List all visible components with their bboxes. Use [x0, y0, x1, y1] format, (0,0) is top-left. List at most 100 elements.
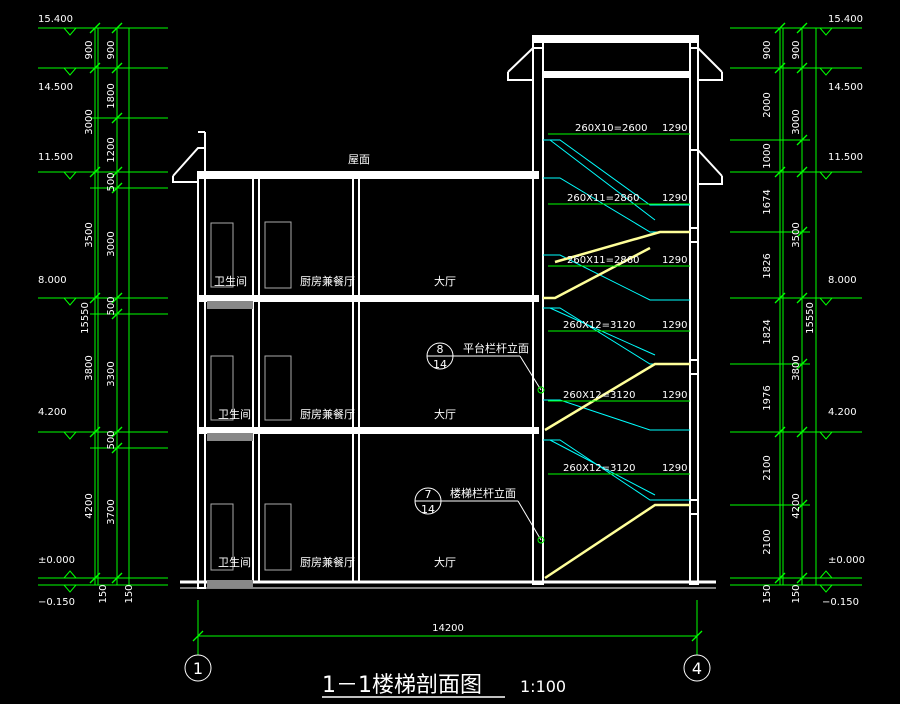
right-mid-dim-3: 3800: [791, 355, 802, 380]
stair-label-4: 260X12=3120: [563, 390, 636, 401]
right-in-dim-7: 2100: [762, 455, 773, 480]
right-elevation-labels: 15.400 14.500 11.500 8.000 4.200 ±0.000 …: [822, 14, 865, 608]
dimension-lines: [38, 27, 862, 655]
left-in-dim-7: 500: [106, 430, 117, 449]
left-in-dim-3: 500: [106, 172, 117, 191]
stair-label-1: 260X11=2860: [567, 193, 640, 204]
right-in-dim-6: 1976: [762, 385, 773, 410]
left-mid-dim-0: 900: [84, 40, 95, 59]
level-right-0: 15.400: [828, 14, 863, 25]
stair-label-2: 260X11=2860: [567, 255, 640, 266]
left-in-dim-9: 150: [124, 584, 135, 603]
drawing-scale: 1:100: [520, 677, 566, 696]
stair-flights: [543, 139, 690, 580]
left-in-dim-4: 3000: [106, 231, 117, 256]
stair-dimension-labels: 260X10=2600 260X11=2860 260X11=2860 260X…: [563, 123, 648, 474]
bathroom-label-2f: 卫生间: [218, 407, 251, 421]
right-mid-dim-1: 3000: [791, 109, 802, 134]
left-mid-dim-3: 3800: [84, 355, 95, 380]
right-in-dim-1: 2000: [762, 92, 773, 117]
left-in-dim-0: 900: [106, 40, 117, 59]
left-in-dim-8: 3700: [106, 499, 117, 524]
left-outer-dims: 15550: [80, 302, 91, 334]
total-width-dim: 14200: [432, 623, 464, 634]
left-inner-dims: 900 1800 1200 500 3000 500 3300 500 3700…: [106, 40, 135, 603]
landing-label-4: 1290: [662, 390, 687, 401]
slab-hatching: [207, 301, 253, 588]
callout-0-num: 8: [437, 343, 444, 356]
callout-stair-railing: 7 14 楼梯栏杆立面: [414, 486, 545, 544]
level-right-6: −0.150: [822, 597, 859, 608]
landing-label-3: 1290: [662, 320, 687, 331]
callout-0-sheet: 14: [433, 358, 447, 371]
level-left-2: 11.500: [38, 152, 73, 163]
dimension-ticks: [89, 22, 808, 642]
callout-1-sheet: 14: [421, 503, 435, 516]
axis-marker-right: 4: [683, 654, 711, 682]
left-elevation-labels: 15.400 14.500 11.500 8.000 4.200 ±0.000 …: [38, 14, 75, 608]
level-left-4: 4.200: [38, 407, 67, 418]
left-mid-dim-5: 150: [98, 584, 109, 603]
stair-flight-fills: [543, 230, 690, 580]
level-markers: [63, 27, 833, 593]
level-right-4: 4.200: [828, 407, 857, 418]
landing-label-0: 1290: [662, 123, 687, 134]
roof-label: 屋面: [348, 153, 370, 166]
stair-rails: [543, 139, 690, 501]
level-left-5: ±0.000: [38, 555, 75, 566]
right-mid-dim-2: 3500: [791, 222, 802, 247]
left-middle-dims: 900 3000 3500 3800 4200 150: [84, 40, 109, 603]
left-mid-dim-4: 4200: [84, 493, 95, 518]
landing-label-5: 1290: [662, 463, 687, 474]
axis-label-right: 4: [692, 659, 702, 678]
level-left-6: −0.150: [38, 597, 75, 608]
doors: [210, 221, 292, 571]
hall-label-2f: 大厅: [434, 407, 456, 421]
callout-platform-railing: 8 14 平台栏杆立面: [426, 341, 545, 394]
right-mid-dim-0: 900: [791, 40, 802, 59]
hall-label-3f: 大厅: [434, 274, 456, 288]
left-in-dim-5: 500: [106, 296, 117, 315]
level-right-5: ±0.000: [828, 555, 865, 566]
right-middle-dims: 900 3000 3500 3800 4200 150: [791, 40, 802, 603]
right-in-dim-5: 1824: [762, 319, 773, 344]
building-walls: [172, 35, 723, 589]
stair-label-5: 260X12=3120: [563, 463, 636, 474]
level-left-3: 8.000: [38, 275, 67, 286]
axis-label-left: 1: [193, 659, 203, 678]
right-mid-dim-4: 4200: [791, 493, 802, 518]
right-in-dim-3: 1674: [762, 189, 773, 214]
right-in-dim-2: 1000: [762, 143, 773, 168]
landing-label-2: 1290: [662, 255, 687, 266]
callout-1-num: 7: [425, 488, 432, 501]
room-labels: 屋面 卫生间 厨房兼餐厅 大厅 卫生间 厨房兼餐厅 大厅 卫生间 厨房兼餐厅 大…: [214, 153, 456, 569]
right-in-dim-4: 1826: [762, 253, 773, 278]
callout-0-label: 平台栏杆立面: [463, 341, 529, 355]
bathroom-label-3f: 卫生间: [214, 274, 247, 288]
right-outer-dims: 15550: [805, 302, 816, 334]
right-mid-dim-5: 150: [791, 584, 802, 603]
stair-label-0: 260X10=2600: [575, 123, 648, 134]
kitchen-label-3f: 厨房兼餐厅: [300, 274, 355, 288]
right-in-dim-0: 900: [762, 40, 773, 59]
level-right-1: 14.500: [828, 82, 863, 93]
left-in-dim-2: 1200: [106, 137, 117, 162]
right-outer-dim-0: 15550: [805, 302, 816, 334]
bathroom-label-1f: 卫生间: [218, 555, 251, 569]
right-inner-dims: 900 2000 1000 1674 1826 1824 1976 2100 2…: [762, 40, 773, 603]
left-in-dim-1: 1800: [106, 83, 117, 108]
axis-marker-left: 1: [184, 654, 212, 682]
right-in-dim-9: 150: [762, 584, 773, 603]
left-in-dim-6: 3300: [106, 361, 117, 386]
right-in-dim-8: 2100: [762, 529, 773, 554]
level-right-3: 8.000: [828, 275, 857, 286]
callout-1-label: 楼梯栏杆立面: [450, 486, 516, 500]
drawing-title: 1－1楼梯剖面图: [322, 673, 482, 698]
landing-dimension-labels: 1290 1290 1290 1290 1290 1290: [662, 123, 687, 474]
stair-dim-lines: [548, 133, 690, 475]
kitchen-label-1f: 厨房兼餐厅: [300, 555, 355, 569]
level-left-0: 15.400: [38, 14, 73, 25]
hall-label-1f: 大厅: [434, 555, 456, 569]
